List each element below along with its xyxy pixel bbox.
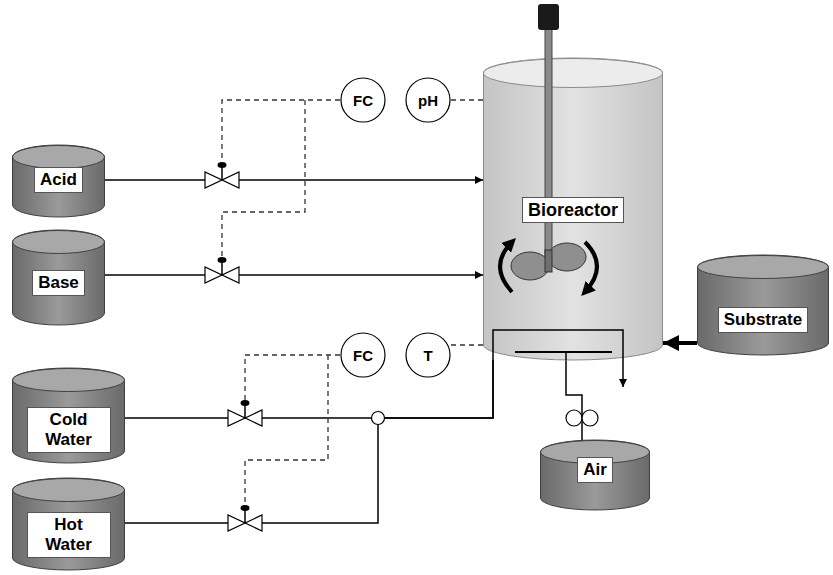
tank-label: Substrate (718, 307, 808, 333)
air-riser (565, 352, 567, 360)
air-sparger (515, 351, 612, 353)
tank-body (13, 230, 105, 325)
storage-tank: Substrate (697, 255, 829, 355)
control-valve (228, 515, 262, 531)
control-valve (205, 267, 239, 283)
tank-body (13, 368, 125, 463)
impeller-blade (511, 252, 549, 280)
instrument-ring (406, 78, 450, 122)
instrument-tag: pH (418, 93, 438, 108)
tank-top (13, 479, 125, 502)
rotation-arrow (500, 242, 512, 292)
instrument-ring (406, 333, 450, 377)
valve-stem (244, 509, 246, 523)
process-pipe (566, 360, 582, 441)
tank-body (698, 255, 829, 355)
tank-label: Hot Water (27, 512, 111, 557)
instrument-circle: T (405, 332, 451, 378)
instrument-tag: FC (353, 93, 373, 108)
control-signal-line (222, 100, 305, 257)
valve-actuator (241, 400, 250, 406)
control-valve (205, 172, 239, 188)
signal-line (451, 99, 483, 100)
instrument-tag: T (423, 348, 432, 363)
cylinder-outline (697, 255, 829, 355)
valve-stem (221, 166, 223, 180)
air-pump (566, 410, 582, 426)
instrument-circle: pH (405, 77, 451, 123)
control-signal-line (245, 355, 328, 505)
agitator-shaft (545, 28, 552, 262)
control-valve (228, 410, 262, 426)
instrument-ring (341, 333, 385, 377)
tank-top (698, 256, 829, 279)
reactor-top (484, 59, 663, 88)
tank-label: Base (32, 270, 85, 296)
storage-tank: Base (12, 230, 105, 325)
valve-stem (221, 261, 223, 275)
signal-line (451, 344, 483, 345)
tank-body (541, 440, 650, 510)
instrument-circle: FC (340, 332, 386, 378)
impeller-hub (545, 250, 552, 272)
valve-actuator (241, 505, 250, 511)
storage-tank: Hot Water (12, 478, 125, 570)
process-pipe (105, 274, 483, 276)
tank-body (13, 478, 125, 570)
process-pipe (125, 360, 493, 523)
storage-tank: Air (540, 440, 650, 510)
tank-top (13, 231, 105, 254)
control-signal-line (245, 355, 340, 400)
tank-label: Acid (34, 167, 83, 193)
tank-top (13, 146, 105, 169)
control-signal-line (222, 100, 340, 162)
tank-top (13, 369, 125, 392)
rotation-arrow (585, 242, 597, 292)
storage-tank: Acid (12, 145, 105, 217)
tank-label: Cold Water (27, 407, 111, 452)
heat-exchange-coil (493, 330, 623, 387)
tank-label: Bioreactor (522, 197, 624, 224)
valve-actuator (218, 162, 227, 168)
reactor-body (484, 58, 663, 360)
process-pipe (663, 341, 697, 345)
valve-stem (244, 404, 246, 418)
instrument-circle: FC (340, 77, 386, 123)
instrument-ring (341, 78, 385, 122)
storage-tank: Cold Water (12, 368, 125, 463)
process-pipe (105, 179, 483, 181)
pipe-junction (372, 412, 385, 425)
instrument-tag: FC (353, 348, 373, 363)
tank-label: Air (577, 457, 613, 483)
tank-body (13, 145, 105, 217)
agitator-motor (538, 4, 559, 30)
valve-actuator (218, 257, 227, 263)
air-pump (582, 410, 598, 426)
bioreactor-vessel: Bioreactor (483, 58, 663, 360)
impeller-blade (548, 243, 586, 271)
